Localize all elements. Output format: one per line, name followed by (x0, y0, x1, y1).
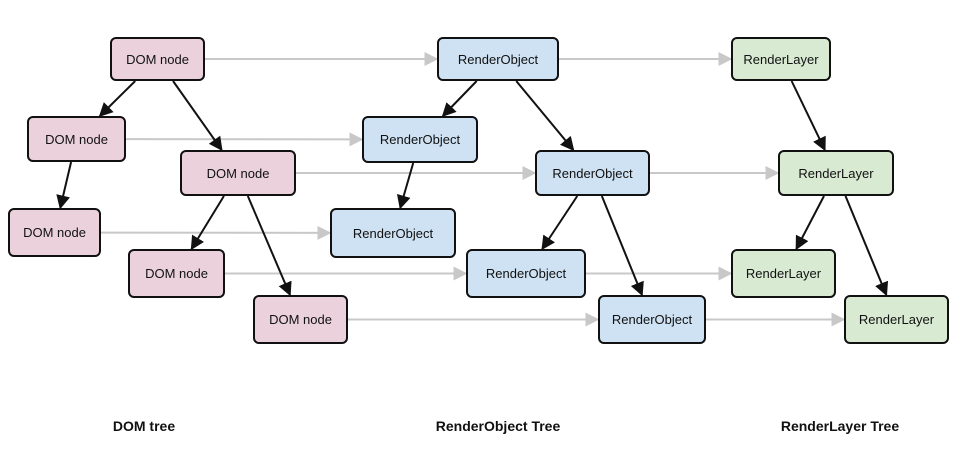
renderlayer-node-label: RenderLayer (858, 312, 935, 327)
renderobject-node-label: RenderObject (457, 51, 539, 67)
tree-edge (515, 80, 575, 152)
dom-tree-caption: DOM tree (112, 418, 176, 434)
dom-node-label: DOM node (23, 225, 86, 240)
tree-edge (790, 80, 826, 152)
renderlayer-node-label: RenderLayer (798, 165, 874, 181)
renderobject-node: RenderObject (330, 208, 456, 258)
tree-edge (441, 80, 478, 118)
renderlayer-node: RenderLayer (731, 37, 831, 81)
dom-node-label: DOM node (269, 312, 332, 327)
tree-edge (98, 80, 136, 117)
renderobject-node-label: RenderObject (552, 165, 633, 181)
tree-edge (190, 195, 225, 251)
renderobject-node: RenderObject (535, 150, 650, 196)
renderobject-node-label: RenderObject (379, 132, 461, 147)
dom-node: DOM node (128, 249, 225, 298)
renderobject-node: RenderObject (466, 249, 586, 298)
tree-edge (795, 195, 825, 251)
renderobject-node: RenderObject (362, 116, 478, 163)
tree-edge (541, 195, 579, 251)
dom-node: DOM node (110, 37, 205, 81)
renderobject-node-label: RenderObject (611, 312, 693, 327)
dom-node: DOM node (27, 116, 126, 162)
tree-edge (246, 195, 292, 297)
renderobject-node-label: RenderObject (485, 266, 567, 281)
dom-node-label: DOM node (45, 131, 108, 147)
tree-edge (600, 195, 644, 297)
renderlayer-node: RenderLayer (844, 295, 949, 344)
dom-node-label: DOM node (145, 266, 208, 281)
dom-node: DOM node (180, 150, 296, 196)
dom-node: DOM node (8, 208, 101, 257)
tree-edge (844, 195, 889, 297)
renderobject-node-label: RenderObject (352, 225, 434, 241)
renderlayer-node-label: RenderLayer (745, 266, 822, 281)
renderlayer-node: RenderLayer (778, 150, 894, 196)
renderobject-node: RenderObject (598, 295, 706, 344)
renderlayer-node: RenderLayer (731, 249, 836, 298)
dom-node-label: DOM node (126, 51, 189, 67)
renderlayer-tree-caption: RenderLayer Tree (780, 418, 900, 434)
dom-node-label: DOM node (206, 165, 270, 181)
tree-edge (56, 161, 73, 210)
renderobject-node: RenderObject (437, 37, 559, 81)
tree-edge (172, 80, 223, 152)
renderobject-tree-caption: RenderObject Tree (435, 418, 561, 434)
renderlayer-node-label: RenderLayer (743, 51, 819, 67)
dom-node: DOM node (253, 295, 348, 344)
tree-edge (396, 162, 415, 210)
